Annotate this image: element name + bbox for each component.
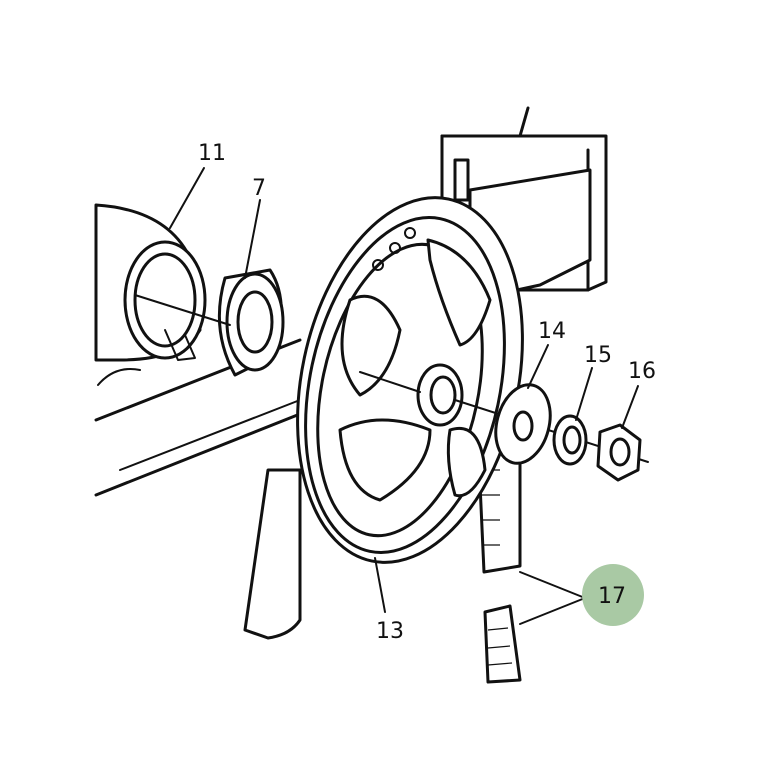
callout-14: 14 xyxy=(538,319,566,344)
callout-17-highlight xyxy=(582,564,644,626)
callout-11: 11 xyxy=(198,141,226,166)
pulley-wheel xyxy=(296,196,524,564)
lock-washer xyxy=(552,414,588,466)
washer xyxy=(494,383,552,465)
callout-15: 15 xyxy=(584,343,612,368)
leader-lines xyxy=(169,167,639,625)
belt-pad xyxy=(483,604,522,684)
callout-7: 7 xyxy=(252,176,266,201)
callout-13: 13 xyxy=(376,619,404,644)
bearing xyxy=(134,268,285,377)
nut xyxy=(596,423,642,482)
bearing-housing xyxy=(94,203,207,386)
callout-17: 17 xyxy=(598,584,626,609)
callout-16: 16 xyxy=(628,359,656,384)
